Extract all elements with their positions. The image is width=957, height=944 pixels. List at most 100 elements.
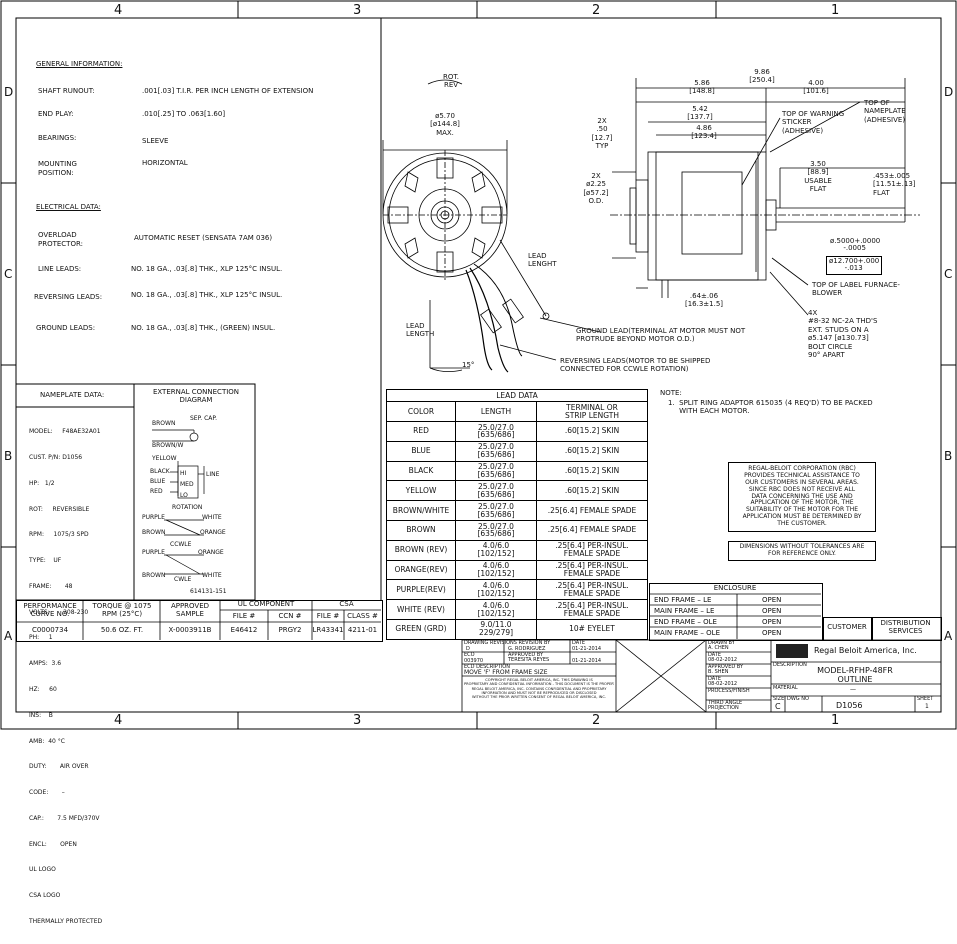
- wire-label: BROWN: [152, 420, 176, 427]
- lead-color: RED: [386, 421, 456, 442]
- wire-label: RED: [150, 488, 163, 495]
- projection-label: THIRD ANGLE PROJECTION: [708, 700, 743, 711]
- revision-header: DRAWING REVISIONS REVISION BY: [464, 640, 551, 646]
- enclosure-table: [649, 583, 823, 641]
- lead-color: BLACK: [386, 460, 456, 482]
- csa-value: 4211-01: [347, 626, 378, 634]
- nameplate-data: MODEL: F48AE32A01 CUST. P/N: D1056 HP: 1…: [29, 411, 102, 944]
- wire-label: BROWN: [142, 529, 166, 536]
- perf-header: TORQUE @ 1075 RPM (25°C): [92, 602, 152, 619]
- company-name: Regal Beloit America, Inc.: [814, 646, 917, 655]
- line-label: LINE: [206, 471, 220, 478]
- lead-length: 4.0/6.0 [102/152]: [455, 599, 537, 620]
- electrical-label: REVERSING LEADS:: [34, 293, 103, 301]
- zone-label: D: [944, 85, 954, 99]
- nameplate-line: ENCL: OPEN: [29, 840, 77, 848]
- performance-table: [16, 600, 383, 642]
- lead-terminal: .60[15.2] SKIN: [536, 480, 648, 502]
- nameplate-line: AMB: 40 °C: [29, 737, 65, 745]
- wire-label: YELLOW: [152, 455, 177, 462]
- nameplate-line: DUTY: AIR OVER: [29, 763, 89, 771]
- sep-cap-label: SEP. CAP.: [190, 415, 217, 422]
- general-value: .010[.25] TO .063[1.60]: [142, 110, 226, 118]
- lead-color: BROWN (REV): [386, 539, 456, 561]
- enclosure-title: ENCLOSURE: [713, 584, 757, 592]
- stud-dim: .64±.06 [16.3±1.5]: [684, 292, 724, 309]
- enclosure-value: OPEN: [762, 596, 782, 604]
- motor-side-view: [499, 78, 920, 361]
- nameplate-line: TYPE: UF: [29, 557, 62, 565]
- csa-sub-header: FILE #: [316, 612, 340, 620]
- lead-length-label: LEAD LENGTH: [406, 322, 435, 339]
- general-label: MOUNTING POSITION:: [38, 160, 77, 178]
- nameplate-line: UL LOGO: [29, 866, 56, 874]
- lead-length: 9.0/11.0 229/279]: [455, 618, 537, 640]
- nameplate-line: ROT: REVERSIBLE: [29, 505, 90, 513]
- wire-label: PURPLE: [142, 514, 165, 521]
- lead-terminal: .60[15.2] SKIN: [536, 421, 648, 442]
- material-value: —: [850, 686, 856, 693]
- ul-value: PRGY2: [278, 626, 302, 634]
- nameplate-line: CSA LOGO: [29, 892, 61, 900]
- size-label: SIZE: [773, 696, 785, 702]
- wire-label: BROWN: [142, 572, 166, 579]
- wire-label: BROWN/W: [152, 442, 184, 449]
- eco-number: 003970: [464, 658, 484, 664]
- ul-header: UL COMPONENT: [237, 600, 295, 608]
- lead-row: GREEN (GRD)9.0/11.0 229/279]10# EYELET: [386, 618, 648, 640]
- ul-sub-header: FILE #: [232, 612, 256, 620]
- zone-label: 1: [831, 3, 840, 18]
- flat-tolerance-dim: .453±.005 [11.51±.13] FLAT: [873, 172, 916, 197]
- rotation-label: ROTATION: [172, 504, 203, 511]
- dwg-label: DWG NO: [787, 696, 809, 702]
- ccwle-label: CCWLE: [170, 541, 192, 548]
- reversing-leads-label: REVERSING LEADS(MOTOR TO BE SHIPPED CONN…: [560, 357, 711, 374]
- lead-terminal: .25[6.4] FEMALE SPADE: [536, 500, 648, 521]
- shaft-dia-mm: ø12.700+.000 -.013: [826, 256, 883, 275]
- lead-terminal: .60[15.2] SKIN: [536, 460, 648, 482]
- nameplate-line: PH: 1: [29, 634, 53, 642]
- lead-row: PURPLE(REV)4.0/6.0 [102/152].25[6.4] PER…: [386, 579, 648, 601]
- lead-color: BLUE: [386, 440, 456, 462]
- zone-label: 2: [592, 3, 601, 18]
- zone-label: D: [4, 85, 14, 99]
- rbc-disclaimer: REGAL-BELOIT CORPORATION (RBC) PROVIDES …: [728, 462, 876, 533]
- diagram-number: 614131-151: [190, 588, 227, 595]
- wire-label: BLUE: [150, 478, 166, 485]
- studs-label: 4X #8-32 NC-2A THD'S EXT. STUDS ON A ø5.…: [808, 309, 878, 359]
- lead-color: PURPLE(REV): [386, 579, 456, 601]
- note-text: 1. SPLIT RING ADAPTOR 615035 (4 REQ'D) T…: [668, 399, 873, 416]
- nameplate-line: VOLTS: 208-230: [29, 608, 89, 616]
- zone-label: 3: [353, 3, 362, 18]
- nameplate-line: HP: 1/2: [29, 479, 55, 487]
- electrical-value: NO. 18 GA., .03[.8] THK., XLP 125°C INSU…: [131, 291, 283, 299]
- lead-length: 25.0/27.0 [635/686]: [455, 421, 537, 442]
- ecd-description: MOVE 'F' FROM FRAME SIZE: [464, 669, 548, 676]
- connection-schematic: [152, 429, 205, 575]
- lead-length: 25.0/27.0 [635/686]: [455, 519, 537, 541]
- electrical-label: OVERLOAD PROTECTOR:: [38, 231, 83, 249]
- ul-value: E46412: [230, 626, 258, 634]
- flange-dim: 2X .50 [12.7] TYP: [591, 117, 613, 151]
- approved-by: APPROVED BY B. SHEN: [708, 664, 744, 675]
- lead-color: BROWN: [386, 519, 456, 541]
- distribution-box: [871, 617, 942, 641]
- lead-header: COLOR: [386, 401, 456, 422]
- performance-table-grid: [16, 600, 381, 640]
- perf-value: C0000734: [31, 626, 69, 634]
- general-heading: GENERAL INFORMATION:: [36, 60, 123, 68]
- cwle-label: CWLE: [174, 576, 192, 583]
- csa-header: CSA: [339, 600, 354, 608]
- nameplate-line: CUST. P/N: D1056: [29, 453, 83, 461]
- zone-label: 2: [592, 713, 601, 728]
- enclosure-value: OPEN: [762, 618, 782, 626]
- lead-terminal: .25[6.4] PER-INSUL. FEMALE SPADE: [536, 579, 648, 601]
- perf-value: X-0003911B: [168, 626, 212, 634]
- nameplate-top-label: TOP OF NAMEPLATE (ADHESIVE): [864, 99, 906, 124]
- general-label: SHAFT RUNOUT:: [38, 87, 95, 95]
- electrical-value: AUTOMATIC RESET (SENSATA 7AM 036): [134, 234, 273, 242]
- zone-label: 1: [831, 713, 840, 728]
- lead-length: 25.0/27.0 [635/686]: [455, 440, 537, 462]
